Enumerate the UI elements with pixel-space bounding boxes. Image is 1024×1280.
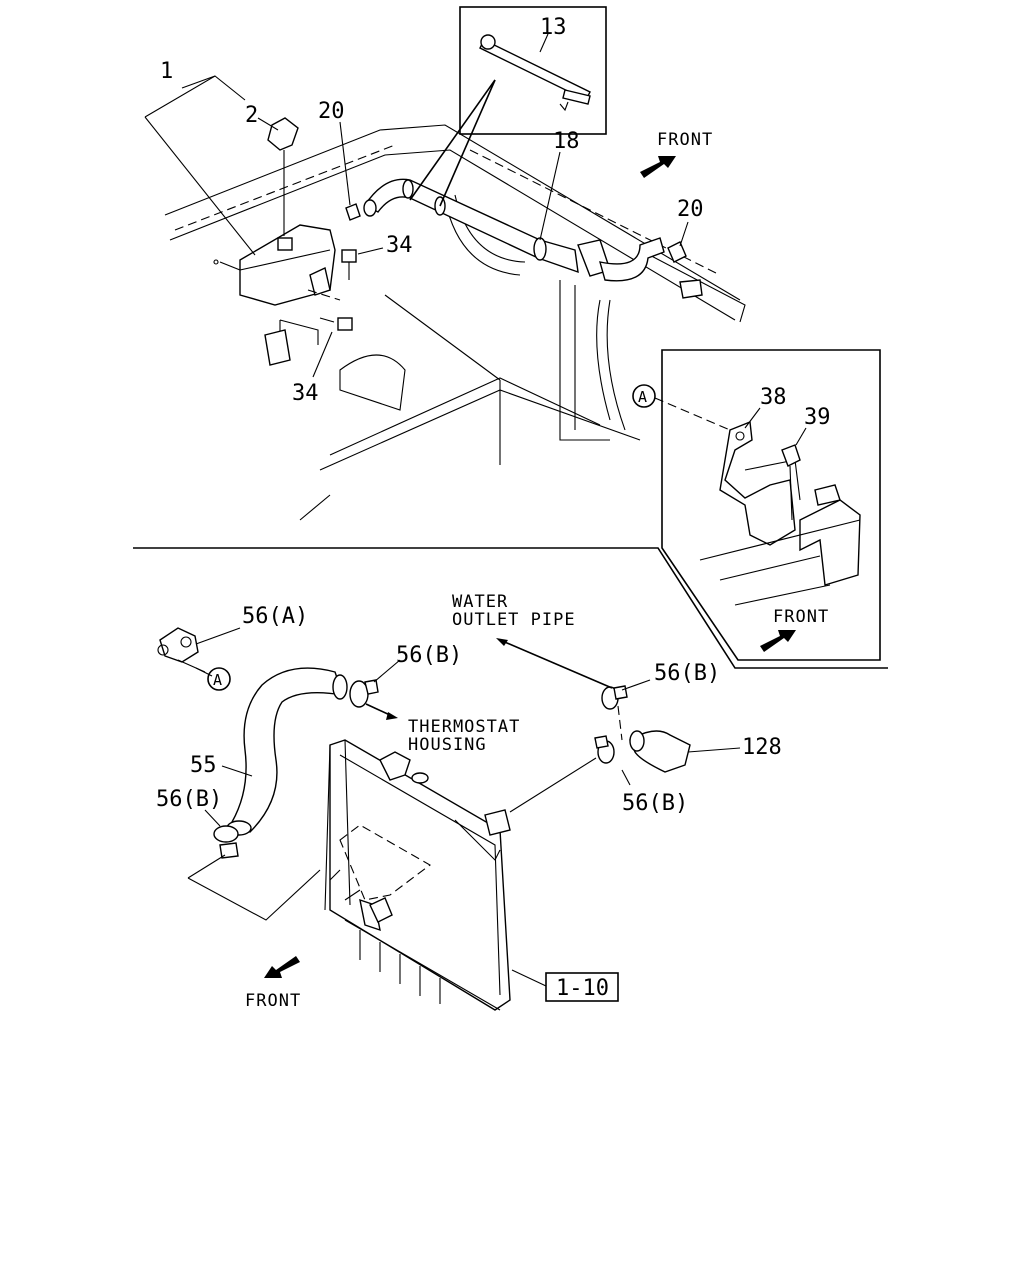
callout-2: 2: [245, 103, 258, 128]
lower-leader-lines: [187, 638, 613, 921]
thermostat-label-line1: THERMOSTAT: [408, 717, 520, 737]
callout-20-left: 20: [318, 99, 345, 124]
front-label-top: FRONT: [657, 130, 713, 150]
front-arrow-inset: [760, 630, 796, 652]
marker-a-inset-text: A: [638, 388, 647, 406]
callout-34-top: 34: [386, 233, 413, 258]
callout-55: 55: [190, 753, 217, 778]
marker-a-lower-text: A: [213, 671, 222, 689]
callout-leaders: [144, 33, 807, 827]
radiator-cap: [267, 117, 299, 151]
reference-box: 1-10: [511, 969, 619, 1002]
callout-20-right: 20: [677, 197, 704, 222]
callout-34-bottom: 34: [292, 381, 319, 406]
thermostat-label-line2: HOUSING: [408, 735, 487, 755]
front-label-inset: FRONT: [773, 607, 829, 627]
circled-marker-a-inset: A: [632, 384, 656, 408]
direction-labels: FRONT FRONT FRONT WATER OUTLET PIPE THER…: [245, 130, 829, 1011]
upper-hose-55: [226, 667, 348, 836]
front-label-bottom: FRONT: [245, 991, 301, 1011]
circled-marker-a-lower: A: [207, 667, 231, 691]
callout-56a: 56(A): [242, 604, 308, 629]
clamp-56b-left: [213, 825, 239, 859]
callout-1: 1: [160, 59, 173, 84]
callout-18: 18: [553, 129, 580, 154]
overflow-hose-18: [363, 178, 665, 282]
clamp-56a: [157, 627, 206, 673]
clip-20-right: [667, 241, 703, 299]
inset-part-13: [409, 6, 607, 207]
callout-39: 39: [804, 405, 831, 430]
callout-56b-upper-right: 56(B): [654, 661, 720, 686]
clamp-56b-upper-right: [601, 685, 628, 741]
front-arrow-bottom: [264, 956, 300, 978]
water-outlet-label-line1: WATER: [452, 592, 508, 612]
radiator: [324, 739, 511, 1011]
reservoir-tank: [213, 117, 341, 366]
water-outlet-label-line2: OUTLET PIPE: [452, 610, 576, 630]
clamp-56b-lower-right: [594, 735, 615, 764]
callout-56b-upper-left: 56(B): [396, 643, 462, 668]
bolt-34-lower: [319, 317, 353, 331]
callout-56b-left: 56(B): [156, 787, 222, 812]
inset-bracket: [133, 349, 888, 669]
callout-13: 13: [540, 15, 567, 40]
callout-56b-lower-right: 56(B): [622, 791, 688, 816]
reference-1-10: 1-10: [556, 976, 609, 1001]
bolt-34-upper: [341, 249, 357, 280]
front-arrow-top: [640, 156, 676, 178]
callout-labels: 1 2 13 18 20 20 34 34 38 39 55 128 56(A)…: [156, 15, 831, 816]
clamp-56b-upper-left: [349, 679, 379, 708]
vehicle-body-lines: [164, 124, 746, 521]
callout-128: 128: [742, 735, 782, 760]
clip-20-left: [345, 203, 361, 221]
lower-hose-128: [629, 730, 741, 773]
callout-38: 38: [760, 385, 787, 410]
